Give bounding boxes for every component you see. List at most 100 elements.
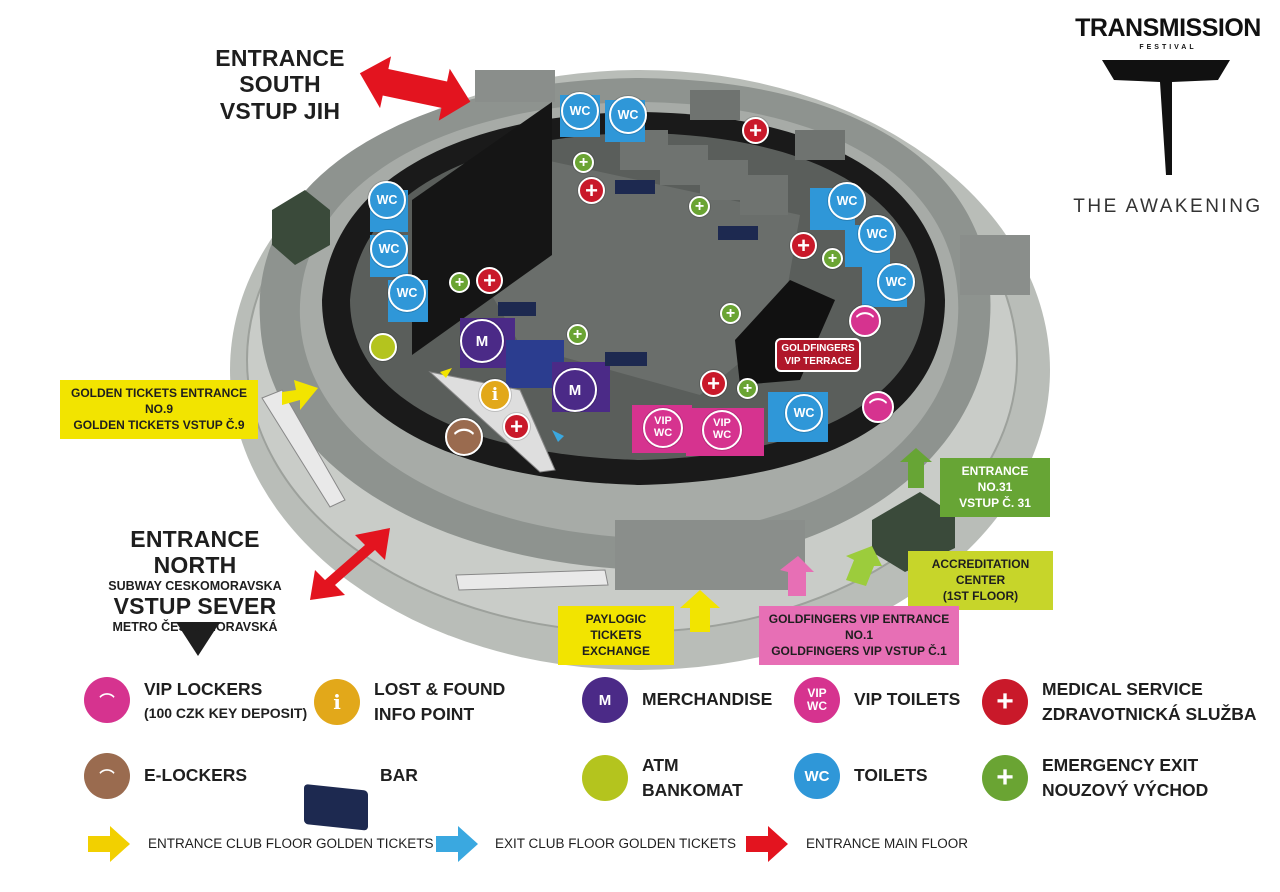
vipwc-line1: VIP [713, 417, 731, 430]
legend-bar-text: BAR [380, 765, 418, 785]
legend-e-lockers-icon: ⌒ [84, 753, 130, 799]
legend-emergency-icon: + [982, 755, 1028, 802]
entrance-north-arrow [310, 528, 390, 600]
legend-vip-lockers-line1: VIP LOCKERS [144, 679, 263, 700]
legend-atm: ATM BANKOMAT [582, 753, 743, 804]
legend-merchandise: M MERCHANDISE [582, 677, 772, 723]
outer-building [690, 90, 740, 120]
goldfingers-vip-terrace [735, 280, 835, 385]
outer-building [795, 130, 845, 160]
entrance31-line2: VSTUP Č. 31 [959, 496, 1031, 511]
emergency-exit-icon: + [720, 303, 741, 324]
legend-info-icon: i [314, 679, 360, 726]
vip-lockers-icon: ⌒ [849, 305, 881, 337]
legend-red-arrow [746, 826, 788, 862]
entrance-31-tag: ENTRANCE NO.31 VSTUP Č. 31 [940, 458, 1050, 517]
emergency-exit-icon: + [737, 378, 758, 399]
legend-lost-found-text: LOST & FOUND INFO POINT [374, 677, 505, 728]
vipwc-line1: VIP [654, 415, 672, 428]
legend-medical-text: MEDICAL SERVICE ZDRAVOTNICKÁ SLUŽBA [1042, 677, 1257, 728]
legend-vip-lockers-line2: (100 CZK KEY DEPOSIT) [144, 704, 308, 721]
entrance-31-arrow [900, 448, 932, 488]
emergency-exit-icon: + [449, 272, 470, 293]
accreditation-line2: (1ST FLOOR) [942, 589, 1019, 604]
entrance-north-line1: ENTRANCE NORTH [130, 526, 260, 579]
golden-tag-line1: GOLDEN TICKETS ENTRANCE NO.9 [70, 386, 247, 417]
bar-counter [498, 302, 536, 316]
legend-e-lockers: ⌒ E-LOCKERS [84, 753, 247, 799]
entrance31-line1: ENTRANCE NO.31 [961, 464, 1029, 495]
entrance-north-line2: SUBWAY CESKOMORAVSKA [108, 578, 282, 593]
legend-emergency-line1: EMERGENCY EXIT [1042, 755, 1199, 775]
legend-vipwc-line2: WC [807, 699, 827, 713]
wc-icon: WC [388, 274, 426, 312]
legend-blue-arrow-text: EXIT CLUB FLOOR GOLDEN TICKETS [495, 836, 737, 851]
legend-bar: BAR [380, 763, 418, 788]
legend-blue-arrow [436, 826, 478, 862]
e-lockers-icon: ⌒ [445, 418, 483, 456]
legend-medical-line2: ZDRAVOTNICKÁ SLUŽBA [1042, 704, 1257, 725]
legend-bar-icon [304, 784, 368, 831]
outer-building [475, 70, 555, 102]
entrance-south-label: ENTRANCE SOUTH VSTUP JIH [180, 45, 380, 124]
bar-counter [718, 226, 758, 240]
bar-counter [615, 180, 655, 194]
entrance-north-line3: VSTUP SEVER [113, 593, 277, 620]
paylogic-line2: EXCHANGE [581, 644, 650, 659]
stage-wall [412, 102, 552, 355]
legend-atm-icon [582, 755, 628, 802]
metro-m-icon [176, 622, 220, 656]
paylogic-line1: PAYLOGIC TICKETS [585, 612, 647, 643]
legend-merch-icon: M [582, 677, 628, 723]
medical-service-icon: + [700, 370, 727, 397]
outer-building [615, 520, 805, 590]
paylogic-arrow [680, 590, 720, 632]
info-point-icon: i [479, 379, 511, 411]
legend-lost-found: i LOST & FOUND INFO POINT [314, 677, 505, 728]
legend-toilets-icon: WC [794, 753, 840, 799]
outer-building [960, 235, 1030, 295]
legend-vip-lockers: ⌒ VIP LOCKERS (100 CZK KEY DEPOSIT) [84, 677, 307, 723]
goldfingers-vip-terrace-tag: GOLDFINGERS VIP TERRACE [775, 338, 861, 372]
emergency-exit-icon: + [567, 324, 588, 345]
entrance-south-arrow [359, 56, 471, 121]
legend-medical-icon: + [982, 679, 1028, 726]
entrance-south-line1: ENTRANCE SOUTH [215, 45, 345, 98]
legend-lost-found-line2: INFO POINT [374, 704, 475, 725]
logo-title: TRANSMISSION [1075, 14, 1261, 42]
wc-icon: WC [368, 181, 406, 219]
wc-icon: WC [370, 230, 408, 268]
ramp [455, 569, 609, 591]
legend-toilets-text: TOILETS [854, 765, 928, 786]
wc-icon: WC [858, 215, 896, 253]
legend-e-lockers-text: E-LOCKERS [144, 765, 248, 786]
legend-merch-text: MERCHANDISE [642, 689, 773, 710]
goldfingers-entrance-tag: GOLDFINGERS VIP ENTRANCE NO.1 GOLDFINGER… [759, 606, 959, 665]
wc-icon: WC [828, 182, 866, 220]
legend-red-arrow-text: ENTRANCE MAIN FLOOR [806, 836, 969, 851]
accreditation-tag: ACCREDITATION CENTER (1ST FLOOR) [908, 551, 1053, 610]
vip-lockers-icon: ⌒ [862, 391, 894, 423]
emergency-exit-icon: + [822, 248, 843, 269]
accreditation-line1: ACCREDITATION CENTER [931, 557, 1030, 588]
wc-icon: WC [609, 96, 647, 134]
goldfingers-line2: GOLDFINGERS VIP VSTUP Č.1 [771, 644, 947, 659]
entrance-south-line2: VSTUP JIH [219, 97, 341, 124]
merchandise-icon: M [460, 319, 504, 363]
legend-vip-lockers-text: VIP LOCKERS (100 CZK KEY DEPOSIT) [144, 677, 307, 723]
medical-service-icon: + [578, 177, 605, 204]
medical-service-icon: + [790, 232, 817, 259]
legend-yellow-arrow [88, 826, 130, 862]
wc-icon: WC [785, 394, 823, 432]
entrance-north-line4: METRO ČESKOMORAVSKÁ [112, 619, 278, 634]
emergency-exit-icon: + [689, 196, 710, 217]
legend-atm-text: ATM BANKOMAT [642, 753, 743, 804]
legend-atm-line1: ATM [642, 755, 679, 775]
legend-vip-lockers-icon: ⌒ [84, 677, 130, 723]
transmission-logo-mark [1102, 60, 1230, 175]
goldfingers-entrance-arrow [780, 556, 814, 596]
